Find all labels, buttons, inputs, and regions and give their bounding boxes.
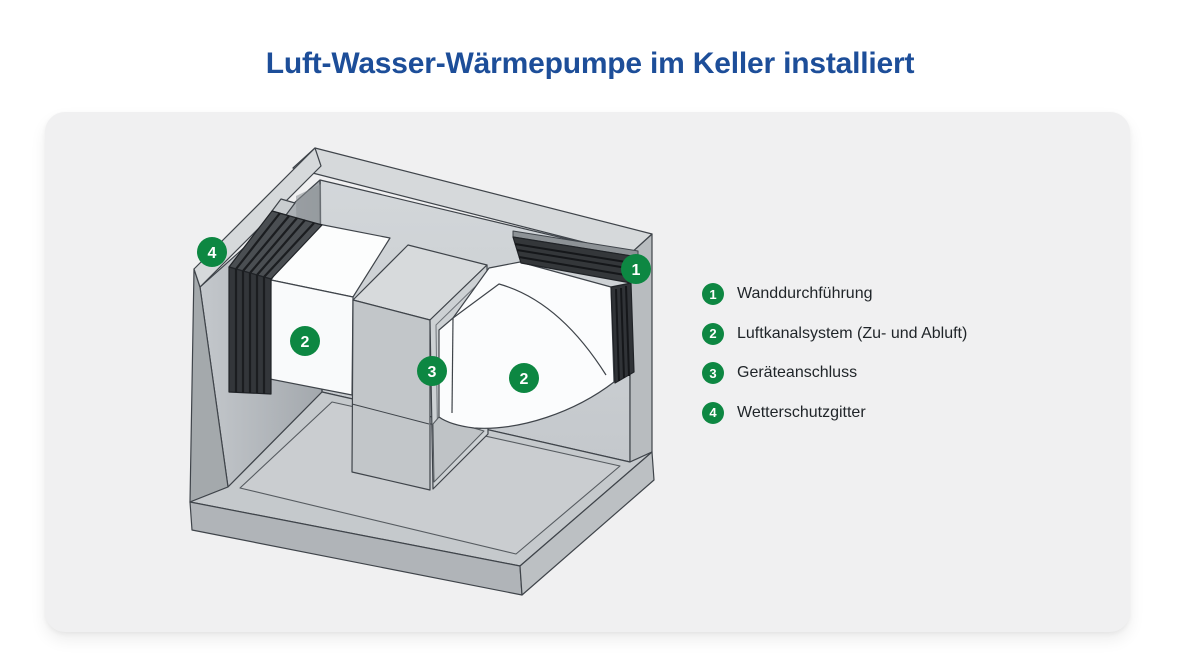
grille-right-side-ribs bbox=[615, 285, 630, 382]
legend: 1 Wanddurchführung 2 Luftkanalsystem (Zu… bbox=[702, 283, 967, 441]
legend-marker-3: 3 bbox=[702, 362, 724, 384]
legend-label-1: Wanddurchführung bbox=[737, 285, 873, 302]
elbow-end-band bbox=[451, 317, 454, 414]
marker-1-wanddurchfuehrung: 1 bbox=[621, 254, 651, 284]
svg-text:1: 1 bbox=[632, 262, 641, 279]
svg-text:3: 3 bbox=[428, 364, 437, 381]
legend-label-3: Geräteanschluss bbox=[737, 364, 858, 381]
marker-2-luftkanal-left: 2 bbox=[290, 326, 320, 356]
legend-marker-1-number: 1 bbox=[709, 286, 717, 302]
svg-text:2: 2 bbox=[301, 334, 310, 351]
legend-item-2: 2 Luftkanalsystem (Zu- und Abluft) bbox=[702, 322, 968, 345]
elbow-top-crease bbox=[452, 283, 607, 376]
legend-item-4: 4 Wetterschutzgitter bbox=[702, 401, 967, 424]
marker-2-luftkanal-right: 2 bbox=[509, 363, 539, 393]
heat-pump-unit bbox=[351, 244, 488, 491]
grille-left bbox=[228, 198, 323, 395]
legend-marker-2: 2 bbox=[702, 322, 724, 345]
unit-front-face bbox=[351, 299, 431, 491]
legend-marker-4: 4 bbox=[702, 401, 724, 424]
legend-item-1: 1 Wanddurchführung bbox=[702, 283, 967, 305]
marker-4-wetterschutzgitter: 4 bbox=[197, 237, 227, 267]
grille-left-front-ribs bbox=[234, 269, 266, 394]
legend-marker-3-number: 3 bbox=[709, 365, 717, 381]
svg-text:4: 4 bbox=[208, 245, 217, 262]
grille-left-top-ribs bbox=[235, 212, 315, 278]
marker-3-geraeteanschluss: 3 bbox=[417, 356, 447, 386]
page-title: Luft-Wasser-Wärmepumpe im Keller install… bbox=[265, 47, 915, 80]
grille-right-top-ribs bbox=[514, 243, 634, 277]
legend-marker-2-number: 2 bbox=[709, 326, 717, 341]
diagram-markers: 4 2 3 2 1 bbox=[197, 237, 651, 393]
unit-seam-line bbox=[351, 403, 430, 425]
legend-marker-1: 1 bbox=[702, 283, 724, 305]
svg-text:2: 2 bbox=[520, 371, 529, 388]
grille-right bbox=[512, 230, 639, 384]
air-duct-elbow bbox=[438, 261, 615, 429]
slab-front-right-face bbox=[519, 451, 655, 596]
legend-label-4: Wetterschutzgitter bbox=[737, 403, 866, 421]
legend-item-3: 3 Geräteanschluss bbox=[702, 362, 967, 384]
legend-marker-4-number: 4 bbox=[709, 405, 717, 420]
legend-label-2: Luftkanalsystem (Zu- und Abluft) bbox=[737, 324, 968, 342]
elbow-body bbox=[438, 261, 615, 429]
